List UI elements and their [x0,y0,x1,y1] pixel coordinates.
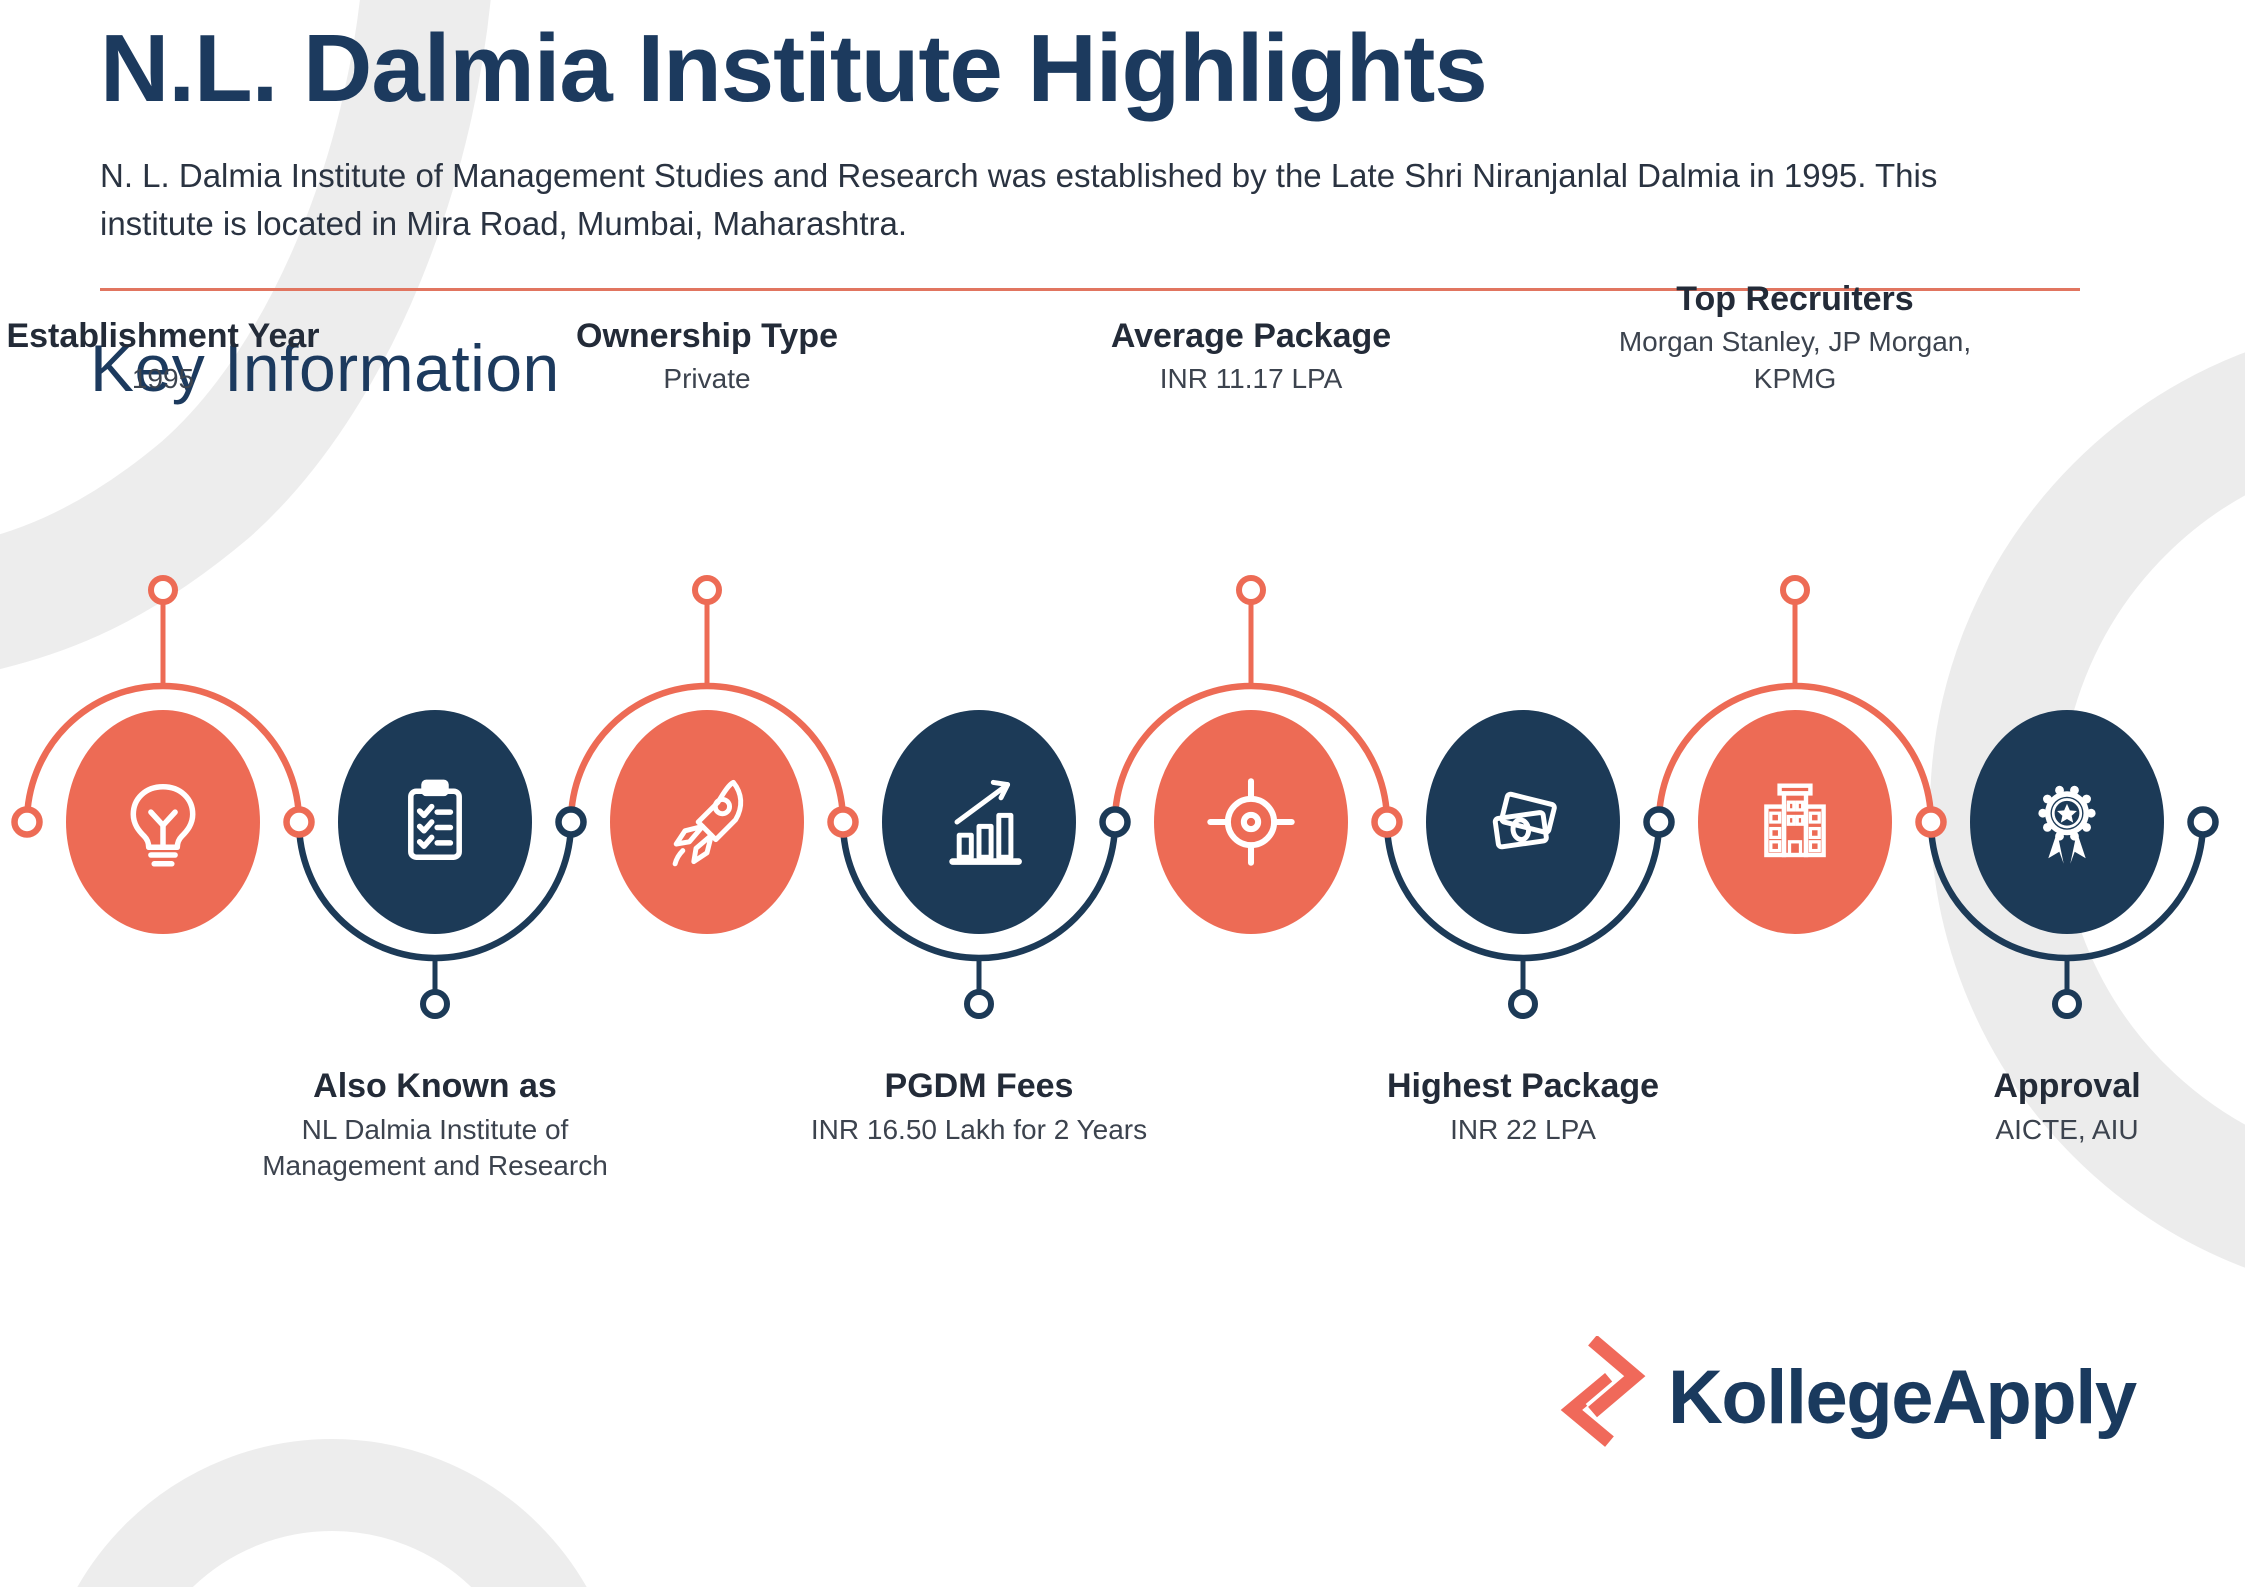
item-circle [882,710,1076,934]
item-value: Private [663,363,751,395]
item-title: Establishment Year [6,316,320,355]
item-graphic [295,710,575,1019]
kollegeapply-logo-icon [1560,1336,1652,1447]
item-label: Approval AICTE, AIU [1877,1065,2245,1148]
lightbulb-icon [130,784,196,867]
item-label: Establishment Year 1995 [0,315,353,398]
stem-ring [148,575,178,605]
stem-ring [1780,575,1810,605]
timeline-item-establishment-year: Establishment Year 1995 [6,0,320,1587]
timeline-node [11,806,43,838]
item-graphic [1383,710,1663,1019]
timeline-item-ownership-type: Ownership Type Private [562,0,852,1587]
item-graphic [1927,710,2207,1019]
item-graphic [567,575,847,934]
timeline-node [827,806,859,838]
item-title: Ownership Type [576,316,838,355]
building-icon [1764,783,1826,858]
item-value: INR 11.17 LPA [1159,363,1343,395]
item-graphic [1111,575,1391,934]
item-title: Also Known as [313,1067,557,1105]
item-value: INR 22 LPA [1450,1113,1596,1145]
timeline-node [1915,806,1947,838]
timeline-node [555,806,587,838]
item-value: 1995 [131,363,195,395]
page-title: N.L. Dalmia Institute Highlights [100,15,1488,122]
stem-ring [964,989,994,1019]
item-title: Highest Package [1386,1067,1660,1105]
growth-chart-icon [949,779,1022,865]
timeline-node [1643,806,1675,838]
money-icon [1492,791,1557,850]
item-title: Top Recruiters [1676,279,1914,318]
item-circle [338,710,532,934]
timeline-item-pgdm-fees: PGDM Fees INR 16.50 Lakh for 2 Years [811,0,1147,1587]
item-value: INR 16.50 Lakh for 2 Years [810,1113,1148,1145]
item-title: Average Package [1110,316,1392,355]
item-label: Also Known as NL Dalmia Institute of Man… [245,1065,625,1185]
decor-swoosh-top-left [0,0,491,670]
timeline-item-highest-package: Highest Package INR 22 LPA [1378,0,1668,1587]
timeline-item-approval: Approval AICTE, AIU [1922,0,2212,1587]
stem-ring [420,989,450,1019]
timeline-item-also-known-as: Also Known as NL Dalmia Institute of Man… [262,0,608,1587]
item-label: PGDM Fees INR 16.50 Lakh for 2 Years [789,1065,1169,1148]
award-ribbon-icon [2038,785,2096,864]
stem-ring [1508,989,1538,1019]
timeline-node [2187,806,2219,838]
item-circle [1154,710,1348,934]
divider-line [100,288,2080,291]
brand-text: KollegeApply [1668,1355,2137,1440]
stem-ring [692,575,722,605]
item-value: Morgan Stanley, JP Morgan, KPMG [1618,326,1972,395]
timeline-arc [567,682,847,823]
item-value: NL Dalmia Institute of Management and Re… [262,1113,608,1182]
timeline-node [283,806,315,838]
timeline-item-top-recruiters: Top Recruiters Morgan Stanley, JP Morgan… [1619,0,1971,1587]
stem-ring [1236,575,1266,605]
timeline-arc [1111,682,1391,823]
timeline-node [1099,806,1131,838]
item-label: Ownership Type Private [517,315,897,398]
item-graphic [1655,575,1935,934]
timeline-arc [23,682,303,823]
timeline-item-average-package: Average Package INR 11.17 LPA [1106,0,1396,1587]
item-label: Average Package INR 11.17 LPA [1061,315,1441,398]
item-label: Top Recruiters Morgan Stanley, JP Morgan… [1605,278,1985,398]
item-graphic [839,710,1119,1019]
clipboard-checklist-icon [408,779,462,860]
timeline-arc [1655,682,1935,823]
item-circle [610,710,804,934]
stem-ring [2052,989,2082,1019]
section-title: Key Information [90,331,560,405]
item-title: PGDM Fees [884,1067,1074,1105]
decor-ring-bottom-left [77,1439,587,1587]
item-graphic [23,575,303,934]
rocket-icon [672,779,744,867]
item-label: Highest Package INR 22 LPA [1333,1065,1713,1148]
timeline-node [1371,806,1403,838]
page-subtitle: N. L. Dalmia Institute of Management Stu… [100,157,1938,242]
item-value: AICTE, AIU [1995,1113,2139,1145]
target-icon [1207,778,1295,866]
item-title: Approval [1993,1067,2141,1105]
